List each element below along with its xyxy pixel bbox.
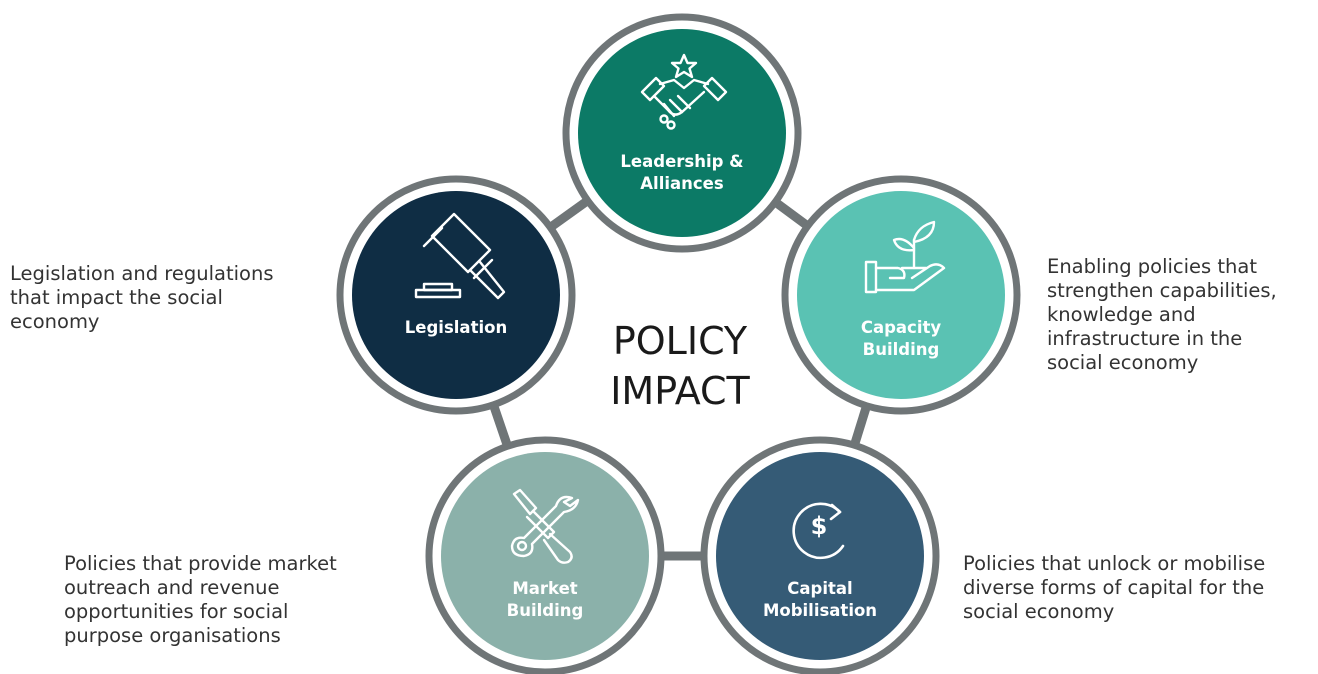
label-line: Building [506, 601, 584, 620]
label-line: Legislation [404, 318, 508, 337]
node-legislation [336, 175, 576, 415]
center-title-line: IMPACT [610, 369, 750, 413]
desc-line: that impact the social [10, 286, 223, 309]
desc-line: Policies that provide market [64, 552, 337, 575]
label-line: Mobilisation [762, 601, 878, 620]
label-line: Alliances [640, 174, 724, 193]
dollar-symbol: $ [811, 512, 828, 540]
node-label-market: Market Building [445, 578, 645, 622]
hand-plant-icon [864, 220, 946, 294]
description-capital: Policies that unlock or mobilise diverse… [963, 552, 1265, 624]
node-label-legislation: Legislation [356, 317, 556, 339]
desc-line: diverse forms of capital for the [963, 576, 1265, 599]
desc-line: social economy [1047, 351, 1199, 374]
node-label-capital: Capital Mobilisation [720, 578, 920, 622]
desc-line: purpose organisations [64, 624, 281, 647]
node-capacity [781, 175, 1021, 415]
label-line: Market [512, 579, 578, 598]
desc-line: economy [10, 310, 100, 333]
node-leadership [562, 13, 802, 253]
node-label-capacity: Capacity Building [801, 317, 1001, 361]
center-title-line: POLICY [612, 319, 748, 363]
wrench-screwdriver-icon [510, 488, 580, 564]
desc-line: infrastructure in the [1047, 327, 1243, 350]
description-market: Policies that provide market outreach an… [64, 552, 337, 648]
desc-line: Legislation and regulations [10, 262, 274, 285]
handshake-star-icon [640, 53, 728, 130]
desc-line: opportunities for social [64, 600, 289, 623]
gavel-icon [414, 212, 506, 300]
center-title: POLICY IMPACT [560, 316, 800, 416]
dollar-cycle-icon [792, 502, 845, 560]
label-line: Leadership & [620, 152, 744, 171]
description-capacity: Enabling policies that strengthen capabi… [1047, 255, 1277, 375]
label-line: Capital [787, 579, 853, 598]
node-capital: $ [700, 436, 940, 674]
desc-line: Enabling policies that [1047, 255, 1258, 278]
label-line: Building [862, 340, 940, 359]
desc-line: knowledge and [1047, 303, 1196, 326]
desc-line: outreach and revenue [64, 576, 280, 599]
label-line: Capacity [860, 318, 942, 337]
node-label-leadership: Leadership & Alliances [582, 151, 782, 195]
node-market [425, 436, 665, 674]
desc-line: social economy [963, 600, 1115, 623]
desc-line: strengthen capabilities, [1047, 279, 1277, 302]
description-legislation: Legislation and regulations that impact … [10, 262, 273, 334]
desc-line: Policies that unlock or mobilise [963, 552, 1266, 575]
